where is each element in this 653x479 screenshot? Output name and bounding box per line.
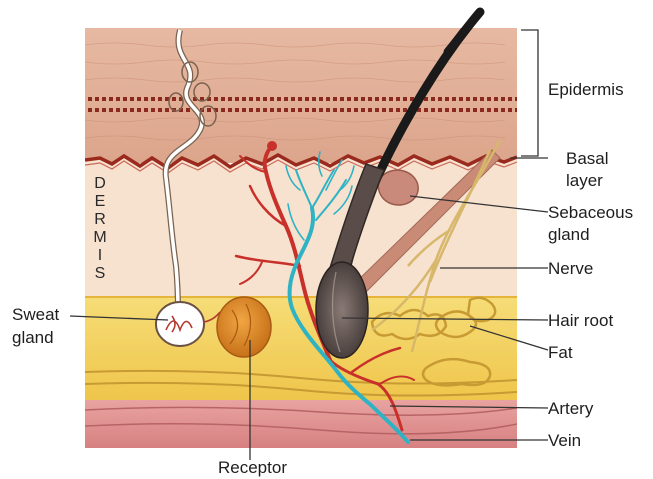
label-nerve: Nerve [548,259,593,278]
sweat-gland-body [156,302,204,346]
artery-tip [267,141,277,151]
label-hair-root: Hair root [548,311,613,330]
dermis-letter: E [95,193,106,210]
label-fat: Fat [548,343,573,362]
label-artery: Artery [548,399,594,418]
dermis-letter: S [95,265,106,282]
label-sweat-line2: gland [12,328,54,347]
epidermis-bracket [521,30,538,156]
skin-block [85,14,517,450]
receptor-body [217,297,271,357]
dermis-letter: R [94,211,106,228]
label-epidermis: Epidermis [548,80,624,99]
label-basal-line2: layer [566,171,603,190]
label-sebaceous-line2: gland [548,225,590,244]
label-sebaceous-line1: Sebaceous [548,203,633,222]
label-vein: Vein [548,431,581,450]
dermis-vertical-label: D E R M I S [93,175,106,282]
hair-root-bulb [316,262,368,358]
sebaceous-gland [378,170,418,205]
label-basal-line1: Basal [566,149,609,168]
dermis-letter: M [93,229,106,246]
dermis-letter: D [94,175,106,192]
dermis-letter: I [98,247,102,264]
label-sweat-line1: Sweat [12,305,60,324]
label-receptor: Receptor [218,458,287,477]
